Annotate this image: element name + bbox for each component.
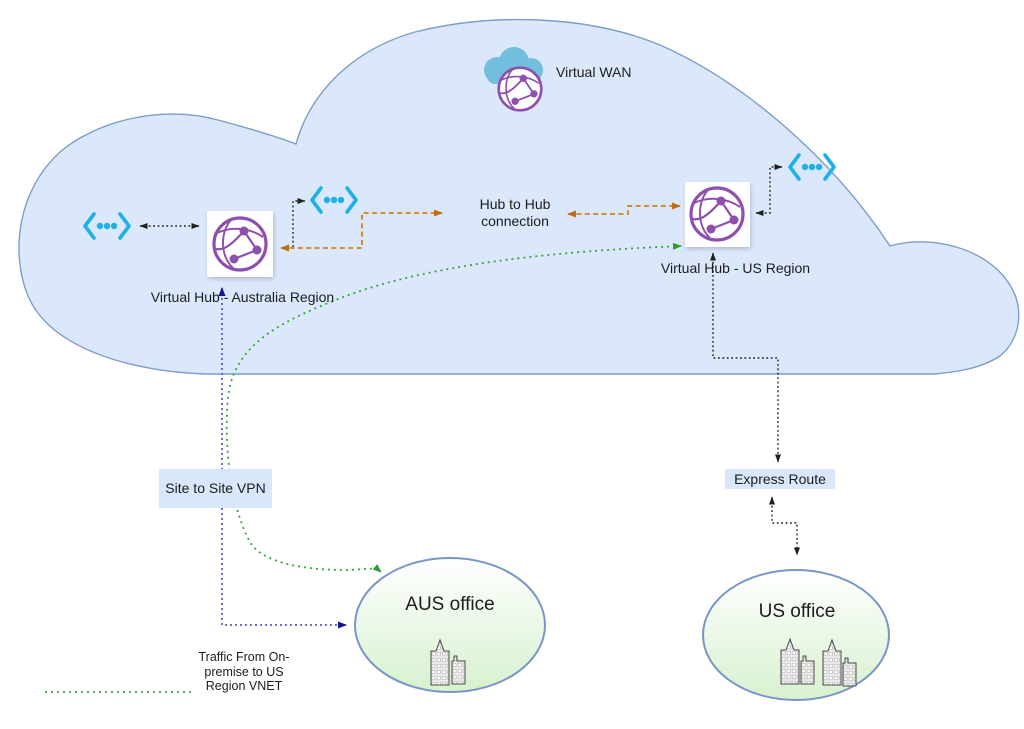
aus-hub-to-vnet-top-arrow [292, 198, 306, 247]
express-route-to-us-office-arrow [769, 496, 800, 556]
us-hub-to-vnet-right-arrow [755, 164, 783, 216]
site-to-site-vpn-blue-arrow [218, 287, 347, 629]
virtual-hub-australia-label: Virtual Hub - Australia Region [150, 289, 335, 305]
traffic-legend-label: Traffic From On-premise to US Region VNE… [198, 650, 290, 693]
aus-office-ellipse [354, 557, 546, 693]
virtual-hub-australia-icon [207, 211, 273, 277]
virtual-hub-us-label: Virtual Hub - US Region [660, 260, 811, 276]
hub-to-hub-right-orange-arrow [567, 202, 681, 218]
site-to-site-vpn-label-box: Site to Site VPN [159, 469, 272, 508]
aus-office-label: AUS office [405, 594, 495, 615]
virtual-hub-us-icon [685, 182, 750, 247]
virtual-wan-cloud-icon [484, 47, 543, 112]
onprem-to-us-region-green-arrow [225, 242, 682, 573]
us-office-label: US office [758, 601, 836, 622]
hub-to-hub-left-orange-arrow [280, 209, 443, 252]
express-route-label-box: Express Route [725, 469, 835, 489]
hub-to-hub-connection-label: Hub to Hub connection [479, 196, 551, 229]
us-hub-to-express-route-arrow [710, 252, 781, 463]
virtual-wan-label: Virtual WAN [556, 64, 632, 80]
